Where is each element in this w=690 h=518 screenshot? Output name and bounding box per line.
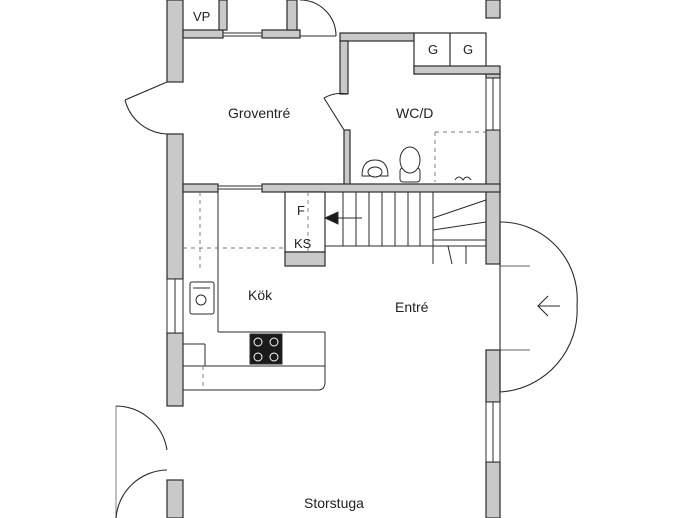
kitchen-sink-icon [189, 281, 215, 315]
fixture-f: F [297, 203, 305, 218]
walls [166, 0, 501, 518]
room-entre: Entré [395, 299, 429, 315]
staircase [323, 191, 487, 265]
kitchen [183, 192, 326, 391]
dashed-lines [183, 131, 486, 390]
fixture-ks: KS [294, 236, 312, 251]
room-wc: WC/D [396, 105, 434, 121]
wc-fixtures [361, 146, 472, 183]
windows [166, 32, 501, 463]
room-groventre: Groventré [228, 105, 291, 121]
room-storstuga: Storstuga [304, 495, 364, 511]
doors [115, 0, 578, 518]
room-kok: Kök [248, 287, 273, 303]
fixture-garderob-2: G [463, 42, 474, 57]
fixture-vp: VP [193, 9, 211, 24]
fixture-garderob-1: G [428, 42, 439, 57]
